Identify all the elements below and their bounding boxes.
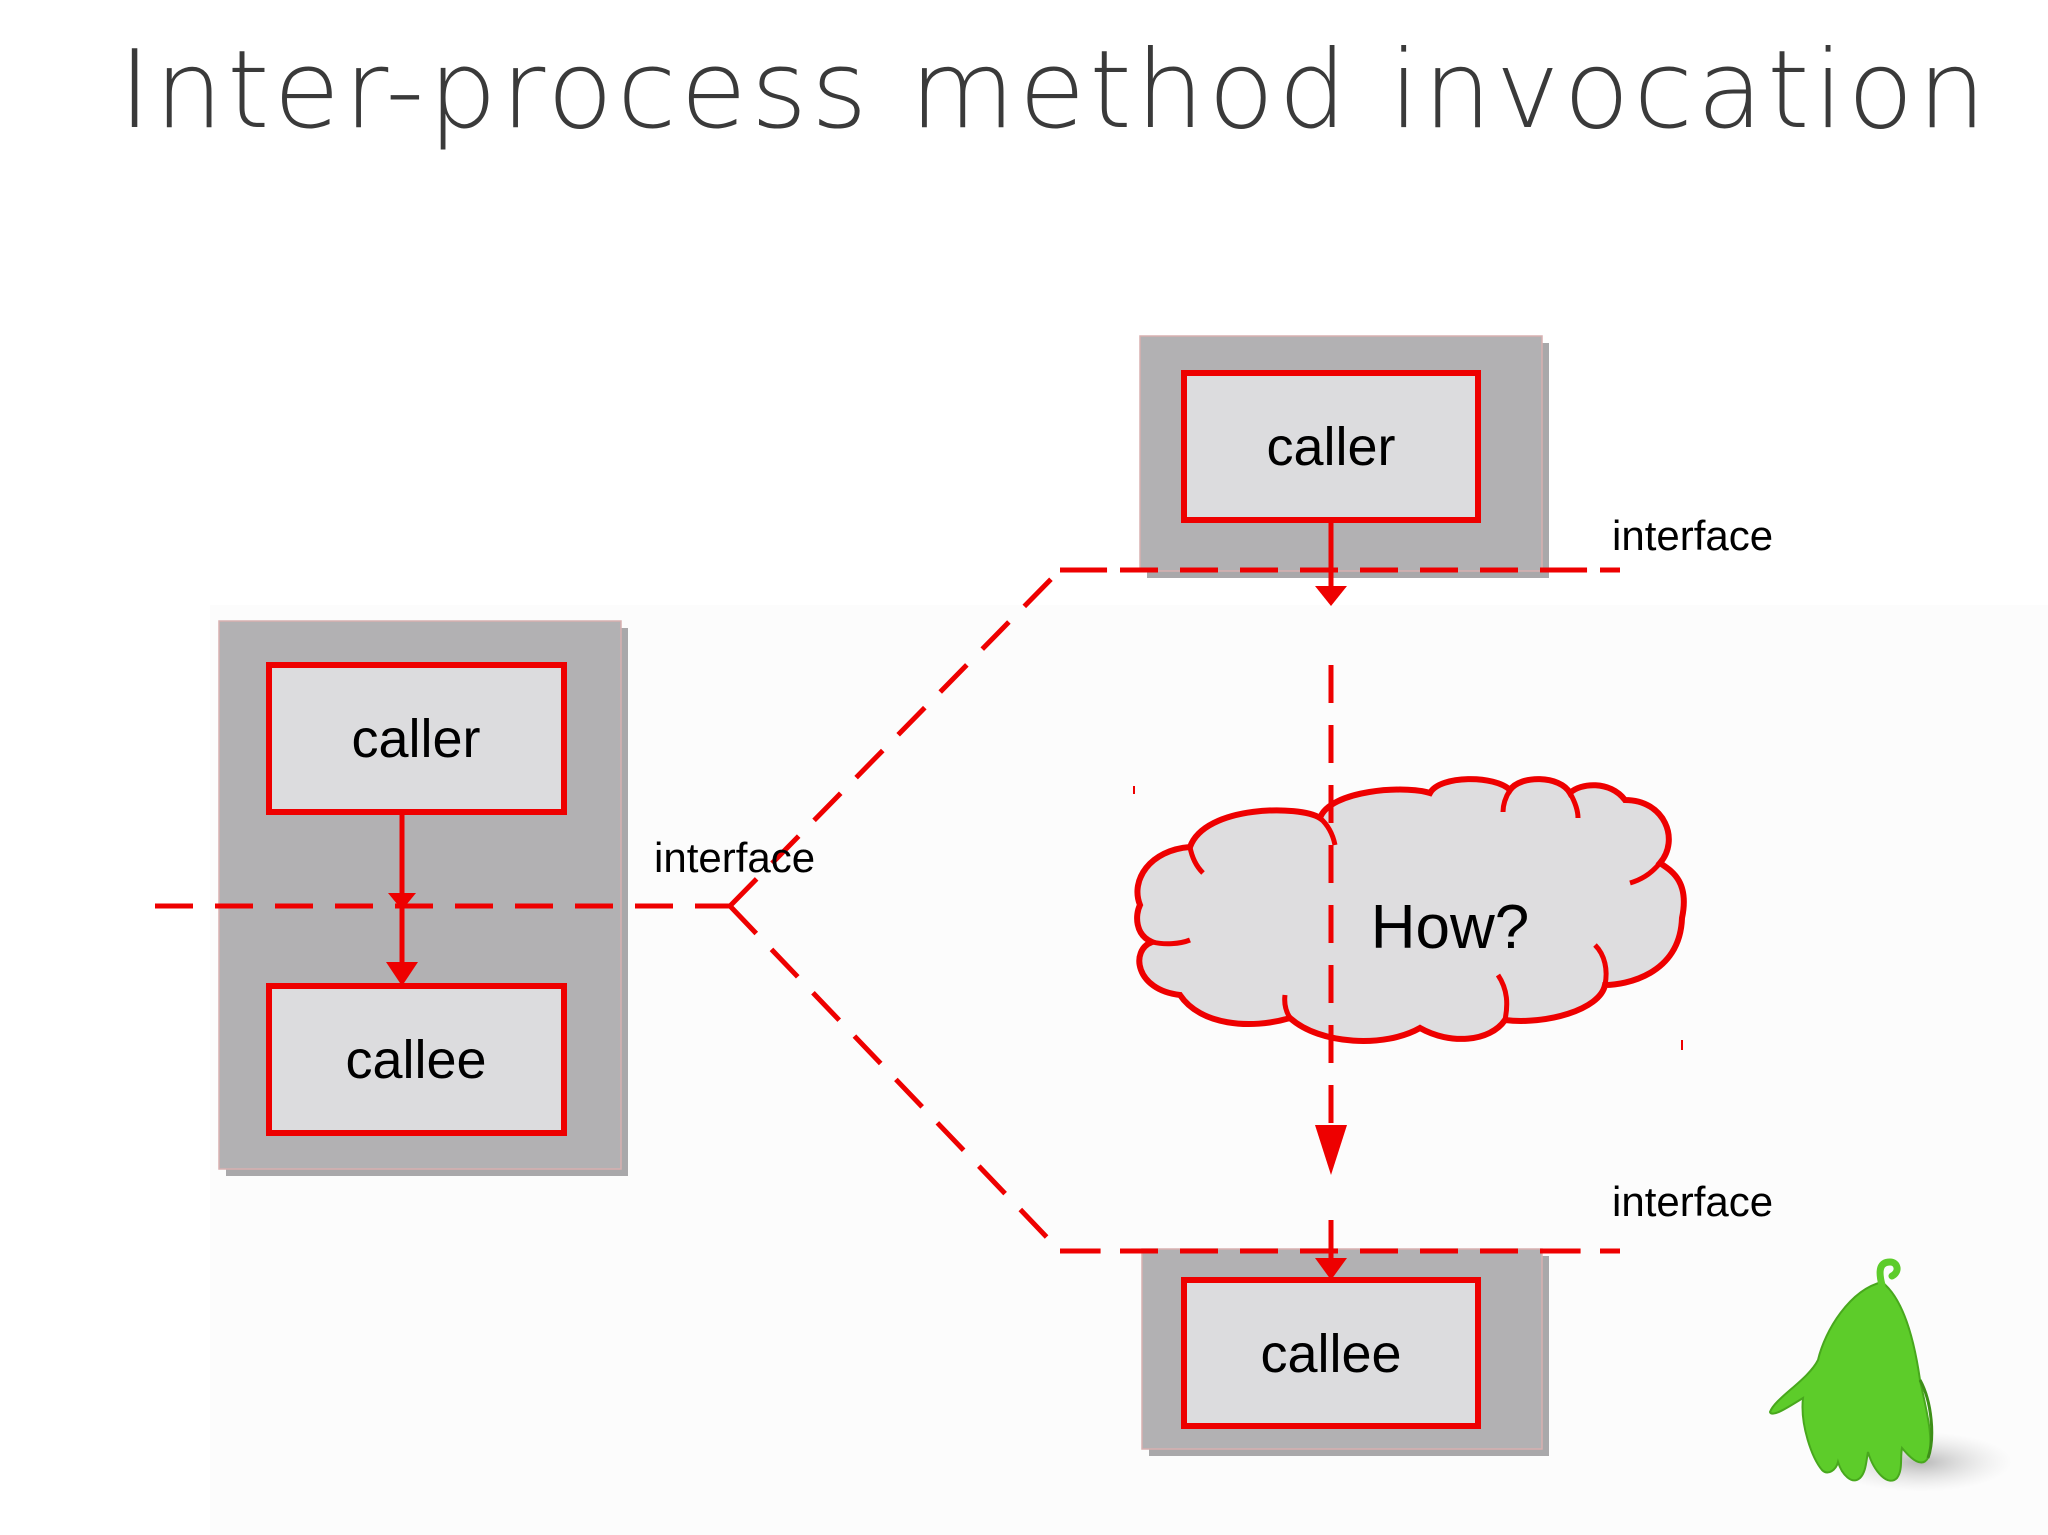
right-callee-box[interactable] — [1181, 1277, 1481, 1429]
green-blob-mascot-icon — [1768, 1258, 2012, 1492]
cloud-arc-6 — [1593, 943, 1609, 986]
cloud-arc-7 — [1629, 861, 1662, 886]
cloud-arc-3 — [1151, 937, 1191, 947]
right-callee-entry-head — [1315, 1258, 1347, 1280]
left-caller-box[interactable] — [266, 662, 567, 815]
right-caller-stub-head — [1315, 586, 1347, 606]
cloud-arc-2 — [1187, 846, 1205, 875]
cloud-arc-5 — [1495, 973, 1510, 1021]
cloud-arc-9 — [1500, 788, 1513, 813]
left-process: caller callee — [218, 620, 628, 1176]
right-callee-label: callee — [1260, 1324, 1401, 1384]
right-top-process: caller — [1139, 335, 1549, 578]
cloud-arc-8 — [1567, 791, 1581, 819]
left-callee-label: callee — [345, 1030, 486, 1090]
upper-interface-label: interface — [1612, 512, 1773, 559]
left-call-arrow-head — [386, 962, 418, 986]
left-interface-label: interface — [654, 834, 815, 881]
slide-title: Inter-process method invocation — [118, 28, 1990, 153]
right-bottom-process: callee — [1141, 1248, 1549, 1456]
cloud-arc-4 — [1282, 994, 1293, 1020]
left-call-arrow-mid-head — [388, 893, 416, 910]
ipc-call-path-head — [1315, 1125, 1347, 1175]
mascot-side-shade — [1918, 1379, 1934, 1459]
right-caller-label: caller — [1266, 417, 1395, 477]
lower-interface-label: interface — [1612, 1178, 1773, 1225]
cloud-arc-1 — [1318, 816, 1338, 846]
how-cloud: How? — [1134, 776, 1687, 1044]
cloud-label: How? — [1371, 893, 1530, 962]
mascot-sprout — [1876, 1258, 1901, 1289]
left-caller-label: caller — [351, 709, 480, 769]
left-callee-box[interactable] — [266, 983, 567, 1136]
cloud-shape — [1134, 776, 1687, 1044]
